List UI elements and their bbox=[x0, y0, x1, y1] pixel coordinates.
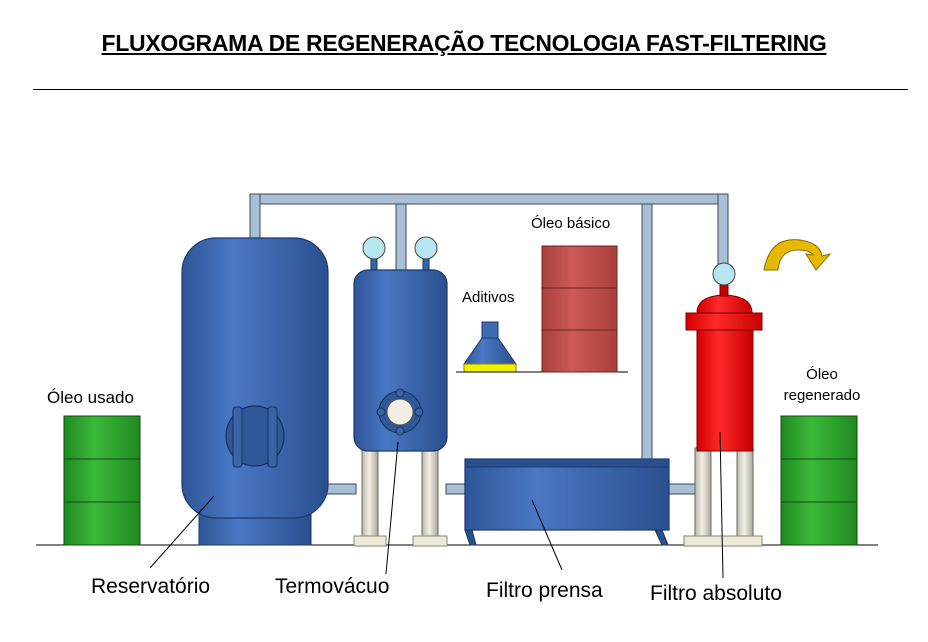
oleo-regenerado-drum bbox=[780, 415, 858, 546]
label-aditivos: Aditivos bbox=[462, 289, 515, 306]
leader-reservatorio bbox=[149, 495, 215, 569]
label-reservatorio: Reservatório bbox=[91, 575, 211, 598]
label-filtro-prensa: Filtro prensa bbox=[486, 579, 603, 602]
leader-filtro-absoluto bbox=[719, 431, 724, 579]
label-oleo-regenerado-line1: Óleo bbox=[806, 366, 838, 383]
curved-arrow-icon bbox=[763, 239, 832, 271]
label-filtro-absoluto: Filtro absoluto bbox=[650, 582, 782, 605]
pipe-termovacuo-drop bbox=[395, 203, 407, 273]
reservatorio-vessel bbox=[181, 237, 329, 546]
termovacuo-vessel bbox=[353, 257, 448, 547]
pipe-press-to-abs bbox=[667, 483, 699, 495]
leader-lines bbox=[149, 431, 724, 579]
oleo-basico-drum bbox=[541, 245, 618, 373]
label-oleo-usado: Óleo usado bbox=[47, 388, 134, 407]
pressure-gauge-icon bbox=[362, 236, 386, 260]
top-pipe bbox=[249, 193, 729, 205]
pipe-reservoir-drop bbox=[249, 193, 261, 241]
filtro-absoluto bbox=[683, 281, 763, 547]
page-title: FLUXOGRAMA DE REGENERAÇÃO TECNOLOGIA FAS… bbox=[101, 30, 827, 56]
pipe-absolute-drop bbox=[717, 193, 729, 265]
aditivos-funnel bbox=[463, 321, 517, 373]
label-oleo-regenerado-line2: regenerado bbox=[783, 387, 861, 404]
oleo-usado-drum bbox=[63, 415, 141, 546]
leader-filtro-prensa bbox=[531, 499, 563, 571]
pressure-gauge-icon bbox=[712, 262, 736, 286]
label-oleo-regenerado: Óleo regenerado bbox=[766, 364, 878, 406]
pipe-filterpress-drop bbox=[641, 203, 653, 461]
label-oleo-basico: Óleo básico bbox=[531, 215, 611, 232]
filtro-prensa bbox=[464, 458, 670, 546]
pressure-gauge-icon bbox=[414, 236, 438, 260]
pipe-res-to-termo bbox=[325, 483, 357, 495]
leader-termovacuo bbox=[385, 441, 399, 575]
title-divider bbox=[33, 89, 908, 90]
label-termovacuo: Termovácuo bbox=[275, 575, 390, 598]
pipe-termo-to-press bbox=[445, 483, 467, 495]
